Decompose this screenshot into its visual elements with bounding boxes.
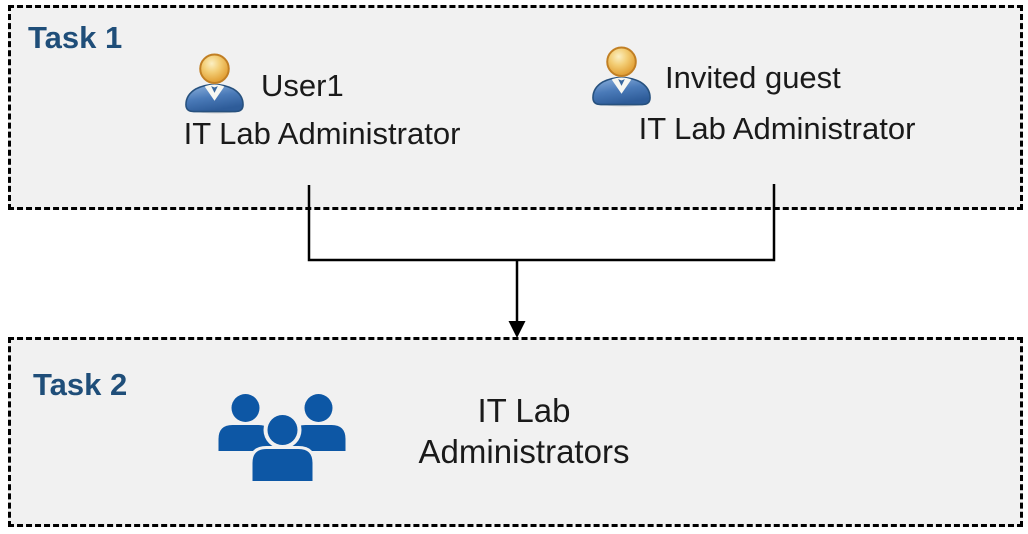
task2-box xyxy=(8,337,1023,527)
member-role-user1: IT Lab Administrator xyxy=(183,116,461,151)
member-name-invited-guest: Invited guest xyxy=(665,60,841,95)
task2-label: Task 2 xyxy=(33,367,128,402)
group-name-line1: IT Lab xyxy=(477,392,571,429)
person-bust-icon xyxy=(590,45,653,107)
arrowhead-down-icon xyxy=(508,321,526,338)
member-role-invited-guest: IT Lab Administrator xyxy=(638,111,916,146)
group-name: IT Lab Administrators xyxy=(374,390,674,472)
group-name-line2: Administrators xyxy=(418,433,630,470)
person-bust-icon xyxy=(183,52,246,114)
member-name-user1: User1 xyxy=(261,68,344,103)
people-group-icon xyxy=(218,394,346,481)
task1-label: Task 1 xyxy=(28,20,123,55)
task1-box xyxy=(8,5,1023,210)
